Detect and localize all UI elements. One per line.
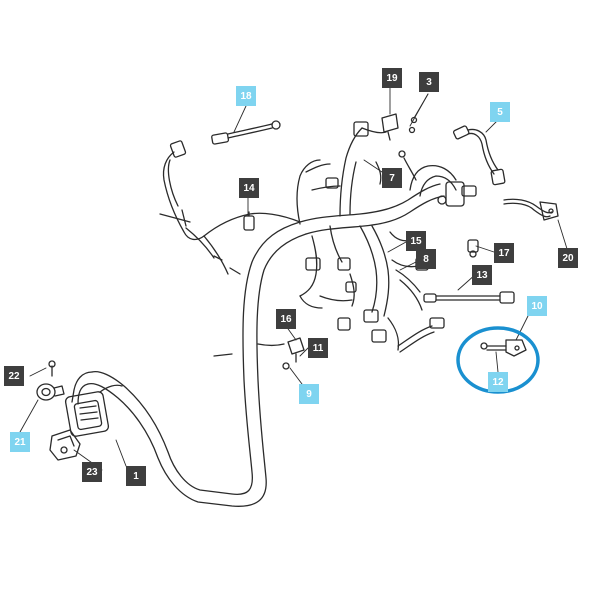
callout-11: 11 [308, 338, 328, 358]
highlight-ring [456, 326, 540, 394]
lower-center-cable [397, 317, 445, 353]
callout-10: 10 [527, 296, 547, 316]
sensor-part-13 [423, 291, 515, 304]
sensor-part-18 [211, 120, 281, 145]
callout-13: 13 [472, 265, 492, 285]
callout-23: 23 [82, 462, 102, 482]
callout-9: 9 [299, 384, 319, 404]
callout-16: 16 [276, 309, 296, 329]
grommet-part-22 [36, 360, 65, 401]
callout-21: 21 [10, 432, 30, 452]
main-harness-trunk [71, 183, 445, 507]
sensor-part-20 [503, 198, 559, 221]
bracket-part-21 [49, 429, 81, 461]
callout-19: 19 [382, 68, 402, 88]
callout-22: 22 [4, 366, 24, 386]
callout-20: 20 [558, 248, 578, 268]
callout-14: 14 [239, 178, 259, 198]
upper-right-cluster [361, 113, 477, 207]
callout-8: 8 [416, 249, 436, 269]
callout-1: 1 [126, 466, 146, 486]
callout-5: 5 [490, 102, 510, 122]
callout-17: 17 [494, 243, 514, 263]
part-17 [467, 239, 479, 258]
callout-15: 15 [406, 231, 426, 251]
leader-lines [19, 87, 569, 471]
center-harness-branches [296, 121, 429, 351]
callout-7: 7 [382, 168, 402, 188]
sensor-part-12 [480, 339, 527, 357]
callout-12: 12 [488, 372, 508, 392]
callout-18: 18 [236, 86, 256, 106]
left-connector-assembly [64, 384, 123, 437]
callout-3: 3 [419, 72, 439, 92]
left-upper-branch [159, 140, 301, 275]
sensor-part-14 [243, 211, 255, 231]
sensor-part-5 [452, 125, 506, 186]
